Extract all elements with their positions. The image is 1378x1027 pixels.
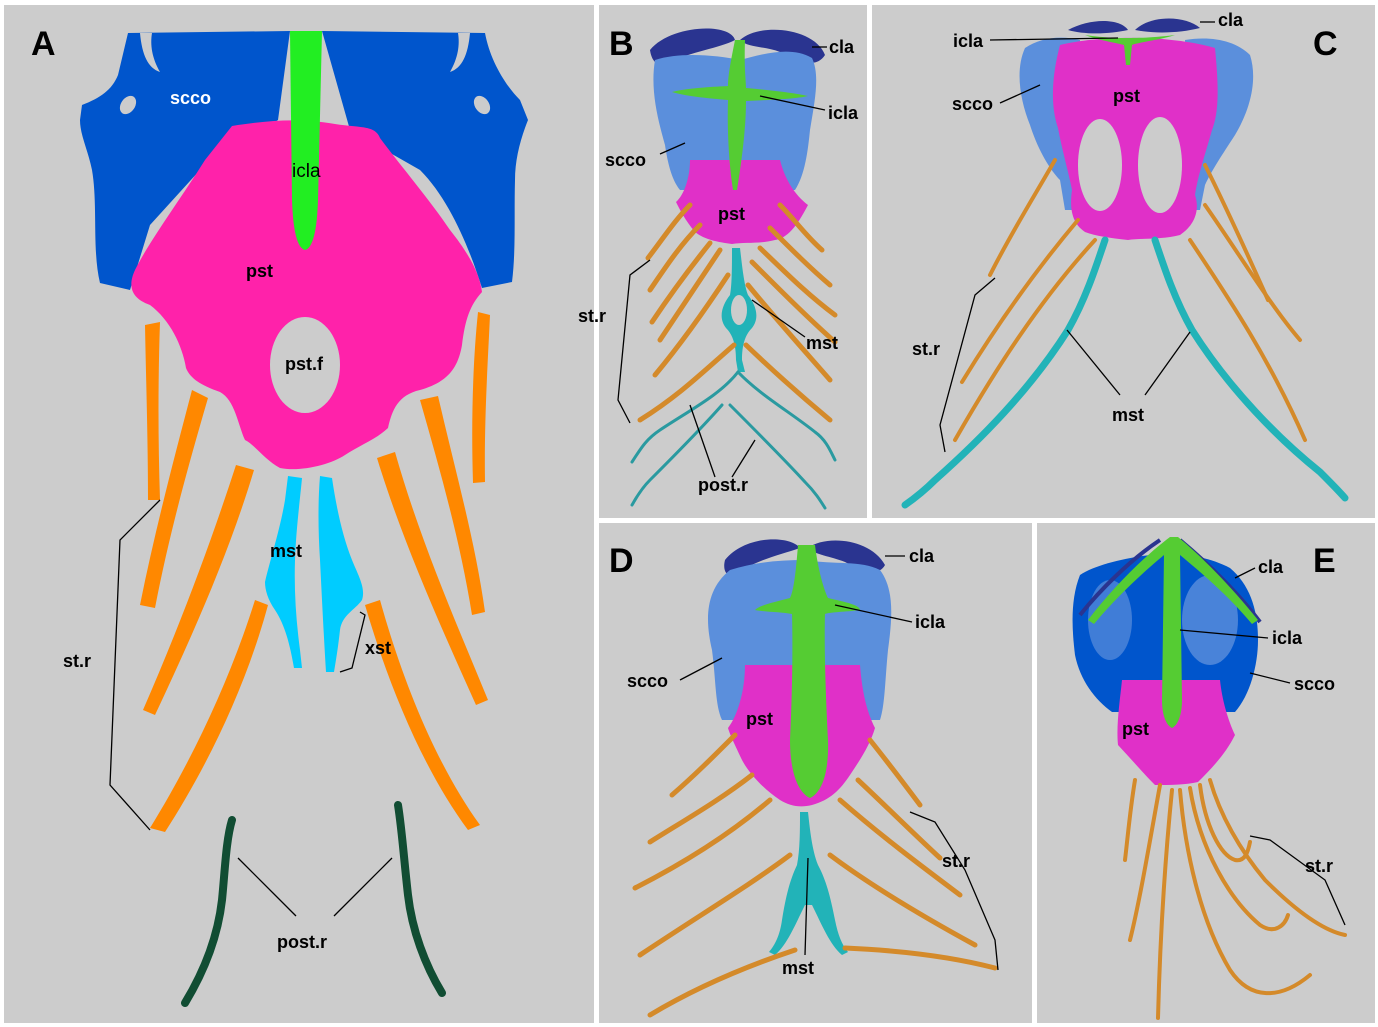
label-xst-a: xst (365, 638, 391, 658)
label-cla-c: cla (1218, 10, 1244, 30)
label-st-r-d: st.r (942, 851, 970, 871)
label-scco-a: scco (170, 88, 211, 108)
label-icla-b: icla (828, 103, 859, 123)
label-pst-c: pst (1113, 86, 1140, 106)
panel-d-letter: D (609, 542, 634, 580)
label-scco-c: scco (952, 94, 993, 114)
label-pst-f-a: pst.f (285, 354, 324, 374)
label-st-r-c: st.r (912, 339, 940, 359)
label-icla-e: icla (1272, 628, 1303, 648)
label-cla-b: cla (829, 37, 855, 57)
panel-a-letter: A (31, 25, 56, 63)
label-pst-e: pst (1122, 719, 1149, 739)
panel-c-letter: C (1313, 25, 1338, 63)
label-scco-e: scco (1294, 674, 1335, 694)
label-st-r-a: st.r (63, 651, 91, 671)
label-mst-d: mst (782, 958, 814, 978)
label-icla-c: icla (953, 31, 984, 51)
label-cla-d: cla (909, 546, 935, 566)
label-post-r-b: post.r (698, 475, 748, 495)
panel-b-letter: B (609, 25, 634, 63)
pst-c-shape (1053, 38, 1218, 240)
label-cla-e: cla (1258, 557, 1284, 577)
label-mst-b: mst (806, 333, 838, 353)
label-post-r-a: post.r (277, 932, 327, 952)
label-mst-c: mst (1112, 405, 1144, 425)
label-pst-a: pst (246, 261, 273, 281)
label-icla-d: icla (915, 612, 946, 632)
label-st-r-e: st.r (1305, 856, 1333, 876)
label-scco-b: scco (605, 150, 646, 170)
label-pst-b: pst (718, 204, 745, 224)
label-pst-d: pst (746, 709, 773, 729)
panel-e-letter: E (1313, 542, 1336, 580)
label-icla-a: icla (292, 161, 321, 182)
label-st-r-b: st.r (578, 306, 606, 326)
label-mst-a: mst (270, 541, 302, 561)
label-scco-d: scco (627, 671, 668, 691)
